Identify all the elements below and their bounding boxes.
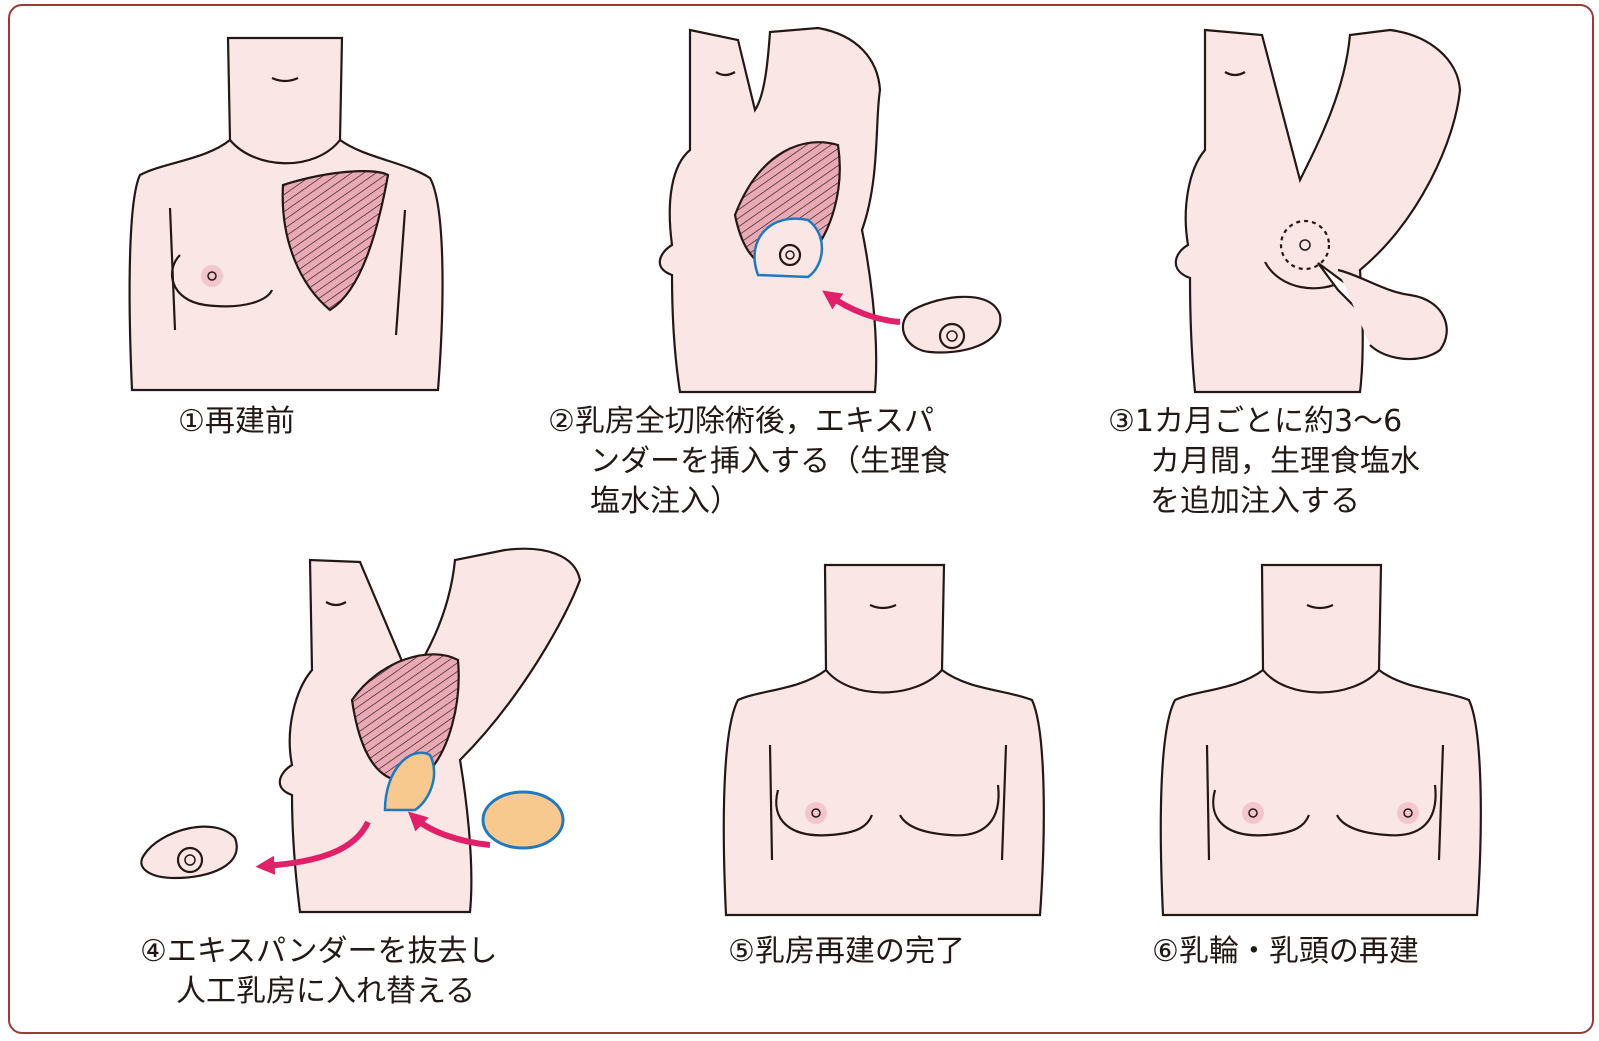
caption-step-6: ⑥乳輪・乳頭の再建 [1152,932,1419,972]
caption-step-3: ③1カ月ごとに約3～6 カ月間，生理食塩水 を追加注入する [1108,402,1420,522]
nipple-right [1397,802,1419,824]
caption-line: 塩水注入） [548,482,950,522]
caption-line: ンダーを挿入する（生理食 [548,442,950,482]
caption-step-5: ⑤乳房再建の完了 [728,932,965,972]
figure-implant-exchange [141,549,580,912]
figure-saline-injection [1176,30,1460,392]
nipple-left [1242,802,1264,824]
caption-line: ②乳房全切除術後，エキスパ [548,402,950,442]
caption-line: を追加注入する [1108,482,1420,522]
nipple [805,802,827,824]
nipple [201,265,223,287]
implant-device [483,792,563,848]
caption-line: カ月間，生理食塩水 [1108,442,1420,482]
caption-line: ④エキスパンダーを抜去し [140,932,498,972]
caption-step-2: ②乳房全切除術後，エキスパ ンダーを挿入する（生理食 塩水注入） [548,402,950,522]
caption-line: ③1カ月ごとに約3～6 [1108,402,1420,442]
figure-before-reconstruction [130,38,443,390]
caption-line: ⑤乳房再建の完了 [728,932,965,972]
figure-reconstruction-complete [724,565,1044,915]
caption-step-4: ④エキスパンダーを抜去し 人工乳房に入れ替える [140,932,498,1012]
caption-step-1: ①再建前 [178,402,295,442]
figure-nipple-reconstruction [1161,565,1481,915]
caption-line: 人工乳房に入れ替える [140,972,498,1012]
caption-line: ⑥乳輪・乳頭の再建 [1152,932,1419,972]
caption-line: ①再建前 [178,402,295,442]
figure-expander-insertion [660,28,1001,392]
